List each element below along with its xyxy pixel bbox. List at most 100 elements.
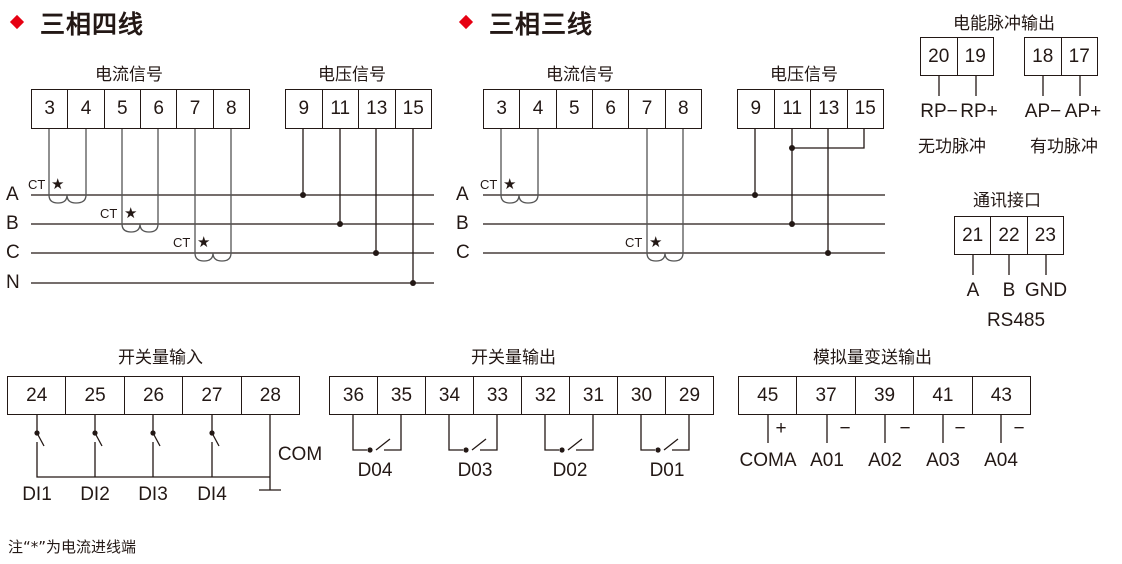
di-leads (36, 415, 213, 433)
switch-pivot-dot (150, 430, 156, 436)
terminal: 37 (797, 377, 856, 414)
pin-label-a03: A03 (926, 450, 960, 471)
three-wire-title: 三相三线 (489, 10, 594, 39)
terminal: 9 (286, 90, 323, 128)
footnote: 注“*”为电流进线端 (8, 538, 137, 556)
pin-label-d02: D02 (552, 460, 588, 481)
sign-plus: + (775, 418, 787, 439)
terminal: 3 (32, 90, 69, 128)
terminal: 6 (593, 90, 630, 128)
pin-label-ap-plus: AP+ (1064, 101, 1102, 122)
active-pulse-label: 有功脉冲 (1030, 137, 1098, 157)
ao-leads (767, 415, 1002, 443)
phase-label-a: A (456, 184, 469, 205)
terminal: 31 (570, 377, 618, 414)
three-wire-voltage-terminal-block: 9 11 13 15 (737, 89, 884, 129)
junction-dot (789, 145, 795, 151)
terminal: 11 (323, 90, 359, 128)
terminal: 22 (991, 217, 1028, 254)
ct-label: CT (173, 235, 191, 250)
voltage-jumper-15 (792, 129, 865, 149)
terminal: 25 (66, 377, 125, 414)
terminal: 34 (426, 377, 474, 414)
terminal: 7 (629, 90, 666, 128)
switch-output-terminal-block: 36 35 34 33 32 31 30 29 (329, 376, 714, 415)
three-wire-voltage-label: 电压信号 (770, 65, 838, 85)
ct-a-coil (48, 194, 87, 204)
phase-label-c: C (456, 242, 470, 263)
terminal: 33 (474, 377, 522, 414)
do2-loop (544, 415, 594, 451)
phase-label-b: B (456, 213, 469, 234)
phase-label-c: C (6, 242, 20, 263)
di-switch-blades (36, 432, 220, 447)
analog-output-title: 模拟量变送输出 (813, 348, 932, 368)
ct-label: CT (625, 235, 643, 250)
ct-polarity-star-icon: ★ (197, 233, 211, 251)
terminal: 4 (520, 90, 557, 128)
pin-label-b: B (1002, 280, 1016, 301)
terminal: 28 (259, 384, 281, 406)
terminal: 4 (68, 90, 105, 128)
junction-dot (373, 250, 379, 256)
junction-dot (300, 192, 306, 198)
ct-label: CT (100, 206, 118, 221)
terminal: 8 (678, 98, 689, 119)
sign-minus: − (1013, 418, 1025, 439)
pin-label-di3: DI3 (138, 484, 168, 505)
do4-loop (352, 415, 402, 451)
switch-pivot-dot (34, 430, 40, 436)
phase-label-b: B (6, 213, 19, 234)
com-label: COM (277, 444, 323, 465)
pin-label-d01: D01 (649, 460, 685, 481)
terminal: 13 (811, 90, 848, 128)
switch-pivot-dot (463, 447, 469, 453)
reactive-pulse-label: 无功脉冲 (918, 137, 986, 157)
terminal: 19 (964, 45, 986, 67)
do3-loop (448, 415, 498, 451)
four-wire-title: 三相四线 (40, 10, 145, 39)
ct-a-leads (500, 129, 539, 195)
four-wire-voltage-terminal-block: 9 11 13 15 (285, 89, 432, 129)
ct-b-coil (121, 223, 159, 233)
phase-label-a: A (6, 184, 19, 205)
ct-polarity-star-icon: ★ (124, 204, 138, 222)
terminal: 15 (402, 98, 424, 119)
ct-c-leads (194, 129, 232, 253)
pin-label-di1: DI1 (22, 484, 52, 505)
switch-input-terminal-block: 24 25 26 27 28 (7, 376, 300, 415)
switch-pivot-dot (559, 447, 565, 453)
switch-pivot-dot (655, 447, 661, 453)
active-pulse-terminal-block: 18 17 (1024, 37, 1098, 76)
comm-title: 通讯接口 (973, 191, 1041, 211)
ct-label: CT (28, 177, 46, 192)
switch-pivot-dot (209, 430, 215, 436)
terminal: 24 (8, 377, 67, 414)
terminal: 36 (330, 377, 378, 414)
terminal: 21 (955, 217, 992, 254)
switch-pivot-dot (367, 447, 373, 453)
comm-leads (972, 255, 1047, 275)
protocol-label: RS485 (986, 310, 1046, 331)
do1-loop (640, 415, 690, 451)
junction-dot (825, 250, 831, 256)
pin-label-a01: A01 (810, 450, 844, 471)
pin-label-rp-minus: RP− (920, 101, 958, 122)
terminal: 3 (484, 90, 521, 128)
terminal: 35 (378, 377, 426, 414)
sign-minus: − (899, 418, 911, 439)
terminal: 32 (522, 377, 570, 414)
terminal: 11 (775, 90, 811, 128)
phase-label-n: N (6, 272, 20, 293)
junction-dot (752, 192, 758, 198)
terminal: 15 (854, 98, 876, 119)
pin-label-coma: COMA (739, 450, 797, 471)
ct-c-coil (646, 252, 684, 262)
comm-terminal-block: 21 22 23 (954, 216, 1064, 255)
ct-a-coil (500, 194, 539, 204)
pulse-leads (938, 76, 1081, 96)
three-wire-current-terminal-block: 3 4 5 6 7 8 (483, 89, 702, 129)
pin-label-gnd: GND (1024, 280, 1068, 301)
terminal: 27 (183, 377, 242, 414)
pin-label-d03: D03 (457, 460, 493, 481)
